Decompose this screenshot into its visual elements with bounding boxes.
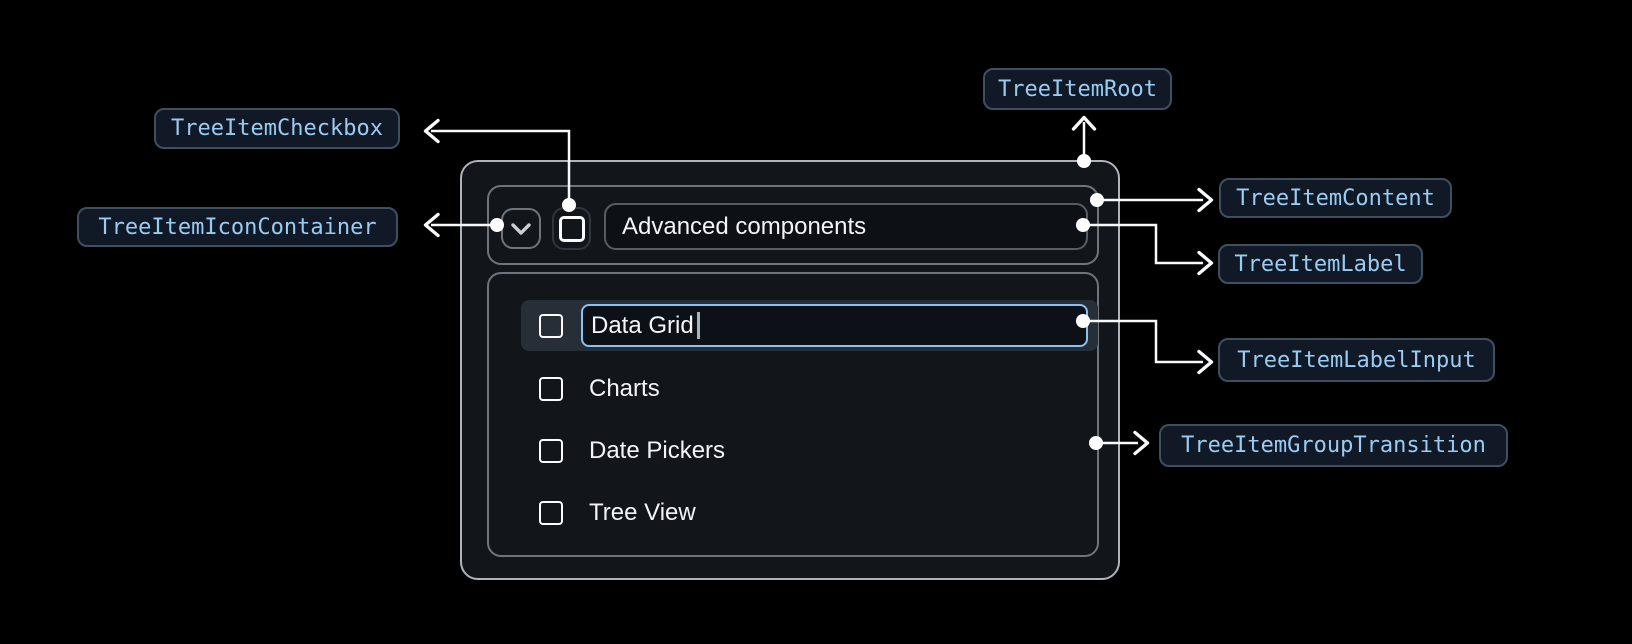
checkbox-unchecked-icon[interactable] bbox=[539, 376, 563, 401]
text-cursor bbox=[696, 312, 700, 339]
tree-item-checkbox-area bbox=[552, 207, 591, 250]
tree-row-tree-view[interactable]: Tree View bbox=[521, 487, 1098, 538]
tree-item-label-input[interactable]: Data Grid bbox=[581, 304, 1088, 347]
annotation-tree-item-icon-container: TreeItemIconContainer bbox=[77, 207, 398, 247]
tree-item-label: Date Pickers bbox=[589, 436, 726, 464]
tree-item-label: Charts bbox=[589, 374, 660, 402]
tree-row-charts[interactable]: Charts bbox=[521, 363, 1098, 414]
tree-item-label: Advanced components bbox=[604, 203, 1088, 250]
annotation-tree-item-group-transition: TreeItemGroupTransition bbox=[1159, 424, 1508, 467]
tree-row-data-grid[interactable]: Data Grid bbox=[521, 300, 1098, 351]
checkbox-unchecked-icon[interactable] bbox=[539, 313, 563, 338]
arrow-up-icon bbox=[1071, 115, 1097, 131]
arrow-right-icon bbox=[1197, 250, 1214, 276]
arrow-left-icon bbox=[423, 118, 440, 144]
annotation-tree-item-label: TreeItemLabel bbox=[1218, 244, 1423, 284]
tree-item-root: Advanced components Data Grid Charts Dat… bbox=[460, 160, 1120, 580]
arrow-right-icon bbox=[1197, 187, 1214, 213]
arrow-left-icon bbox=[423, 212, 440, 238]
label-input-value: Data Grid bbox=[591, 311, 694, 339]
annotation-tree-item-content: TreeItemContent bbox=[1219, 178, 1452, 218]
tree-item-group-transition: Data Grid Charts Date Pickers Tree View bbox=[487, 272, 1099, 557]
tree-item-content[interactable]: Advanced components bbox=[487, 185, 1099, 265]
checkbox-unchecked-icon[interactable] bbox=[539, 500, 563, 525]
tree-item-icon-container[interactable] bbox=[501, 208, 541, 249]
annotation-tree-item-checkbox: TreeItemCheckbox bbox=[154, 108, 400, 149]
chevron-down-icon bbox=[511, 222, 531, 235]
annotation-tree-item-label-input: TreeItemLabelInput bbox=[1218, 338, 1495, 382]
annotation-tree-item-root: TreeItemRoot bbox=[983, 68, 1172, 110]
tree-row-date-pickers[interactable]: Date Pickers bbox=[521, 425, 1098, 476]
tree-item-label: Tree View bbox=[589, 498, 696, 526]
checkbox-unchecked-icon[interactable] bbox=[539, 438, 563, 463]
tree-item-checkbox[interactable] bbox=[558, 215, 585, 242]
arrow-right-icon bbox=[1197, 349, 1214, 375]
arrow-right-icon bbox=[1133, 430, 1150, 456]
